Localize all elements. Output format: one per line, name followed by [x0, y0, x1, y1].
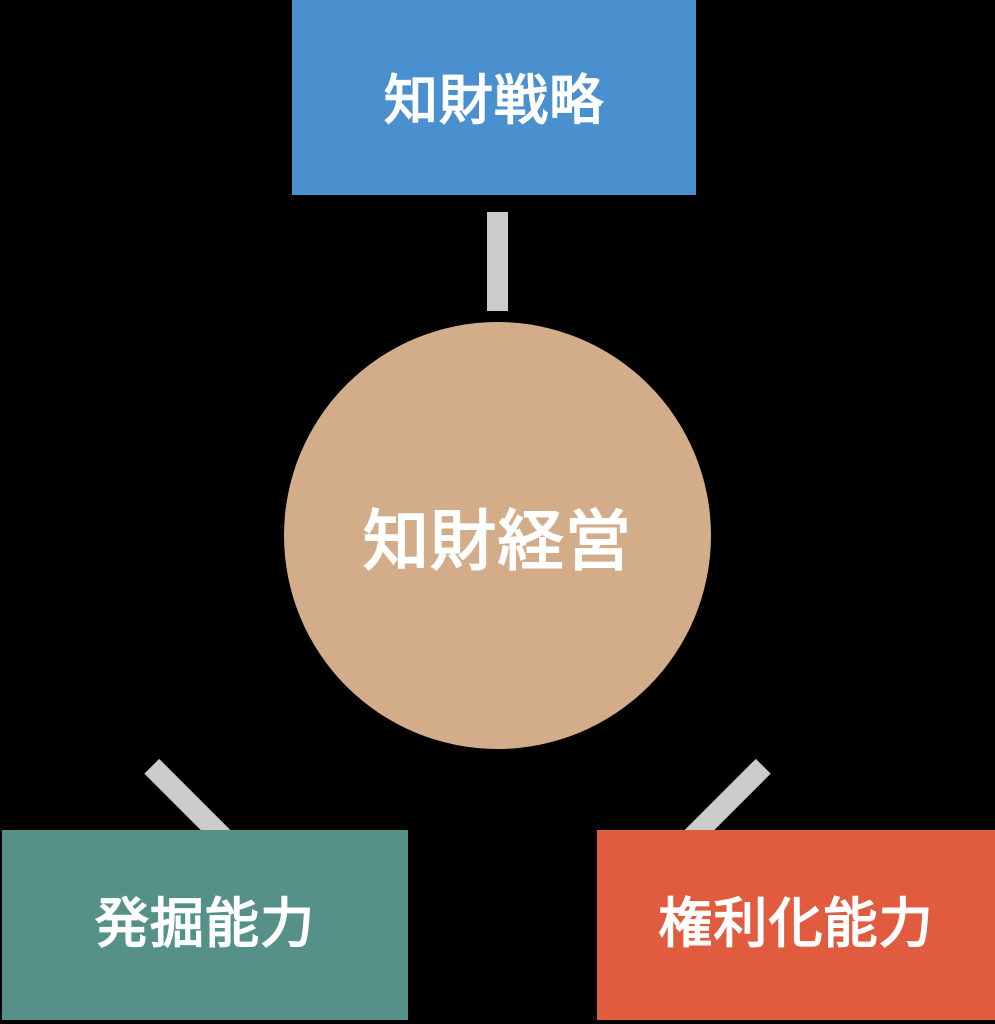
node-rights-label: 権利化能力	[658, 894, 934, 955]
node-rights[interactable]: 権利化能力	[597, 830, 995, 1020]
node-strategy[interactable]: 知財戦略	[292, 0, 696, 195]
node-management-label: 知財経営	[362, 503, 633, 578]
connector-strategy-to-management	[487, 212, 508, 311]
node-discovery[interactable]: 発掘能力	[2, 830, 408, 1020]
node-strategy-label: 知財戦略	[383, 70, 605, 131]
node-management[interactable]: 知財経営	[284, 322, 711, 749]
node-discovery-label: 発掘能力	[94, 894, 316, 955]
